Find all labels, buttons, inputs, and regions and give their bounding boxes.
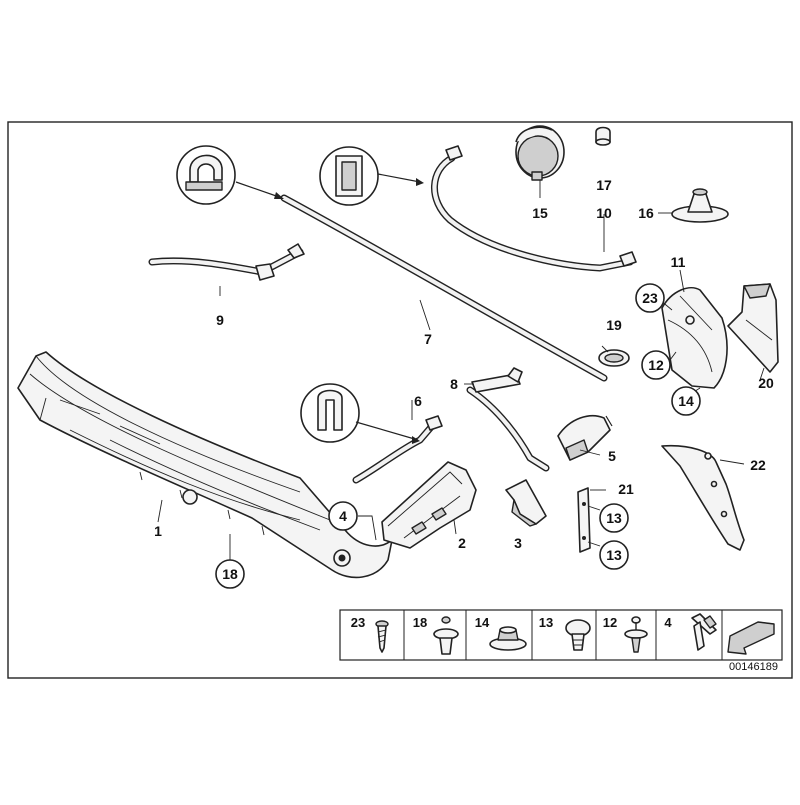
push-clip-icon: [624, 616, 648, 653]
part-label-19: 19: [606, 317, 622, 333]
detail-view-1: [176, 145, 284, 205]
strip-part-21: [577, 487, 591, 553]
part-label-23: 23: [642, 290, 658, 306]
liner-part-22: [661, 444, 745, 551]
flap-part-20: [727, 283, 779, 373]
part-label-11: 11: [671, 254, 686, 270]
detail-view-3: [300, 383, 420, 444]
screw-icon: [375, 620, 389, 653]
cap-part-17: [595, 126, 611, 146]
part-label-1: 1: [154, 523, 162, 539]
grommet-part-15: [515, 125, 565, 181]
bracket-part-5: [557, 414, 613, 461]
legend-label-4: 4: [664, 615, 672, 630]
part-circle-13b: [599, 540, 629, 570]
legend-label-14: 14: [475, 615, 490, 630]
part-label-22: 22: [750, 457, 766, 473]
part-label-20: 20: [758, 375, 774, 391]
part-label-6: 6: [414, 393, 422, 409]
part-circle-12: [641, 350, 671, 380]
hose-part-6: [352, 415, 443, 484]
part-circle-13a: [599, 503, 629, 533]
fastener-legend: 23 18 14 13 12: [339, 609, 783, 661]
part-label-18: 18: [222, 566, 238, 582]
hose-part-8: [466, 367, 550, 472]
part-label-2: 2: [458, 535, 466, 551]
body-nut-icon: [565, 619, 591, 651]
part-label-15: 15: [532, 205, 548, 221]
hose-part-10: [431, 145, 637, 272]
hose-part-9: [148, 243, 305, 281]
part-labels: 1 2 3 4 5 6 7 8 9 10 11 12 13 13 14 15 1…: [154, 177, 774, 589]
diagram-frame: [7, 121, 793, 679]
legend-label-23: 23: [351, 615, 365, 630]
part-label-13b: 13: [606, 547, 622, 563]
part-circle-23: [635, 283, 665, 313]
housing-part-2: [381, 461, 477, 549]
part-label-21: 21: [618, 481, 634, 497]
part-label-10: 10: [596, 205, 612, 221]
part-circle-4: [328, 501, 358, 531]
legend-label-12: 12: [603, 615, 617, 630]
cover-part-11: [661, 286, 728, 389]
legend-label-18: 18: [413, 615, 427, 630]
scuttle-panel-part: [17, 351, 393, 579]
expanding-rivet-icon: [433, 616, 459, 655]
pad-part-19: [598, 349, 630, 367]
part-label-17: 17: [596, 177, 612, 193]
bracket-part-3: [505, 479, 547, 527]
detail-view-2: [319, 146, 424, 206]
plastic-clip-icon: [691, 613, 717, 651]
part-label-14: 14: [678, 393, 694, 409]
part-label-13a: 13: [606, 510, 622, 526]
legend-label-13: 13: [539, 615, 553, 630]
part-circle-18: [215, 559, 245, 589]
hex-nut-icon: [489, 626, 527, 651]
direction-arrow-icon: [727, 621, 775, 655]
part-label-5: 5: [608, 448, 616, 464]
reference-number: 00146189: [729, 661, 778, 673]
part-label-9: 9: [216, 312, 224, 328]
part-label-16: 16: [638, 205, 654, 221]
part-label-8: 8: [450, 376, 458, 392]
part-label-3: 3: [514, 535, 522, 551]
part-circle-14: [671, 386, 701, 416]
seal-strip-part-7: [280, 194, 608, 382]
part-label-4: 4: [339, 508, 347, 524]
part-label-12: 12: [648, 357, 664, 373]
part-label-7: 7: [424, 331, 432, 347]
boot-part-16: [671, 188, 729, 223]
